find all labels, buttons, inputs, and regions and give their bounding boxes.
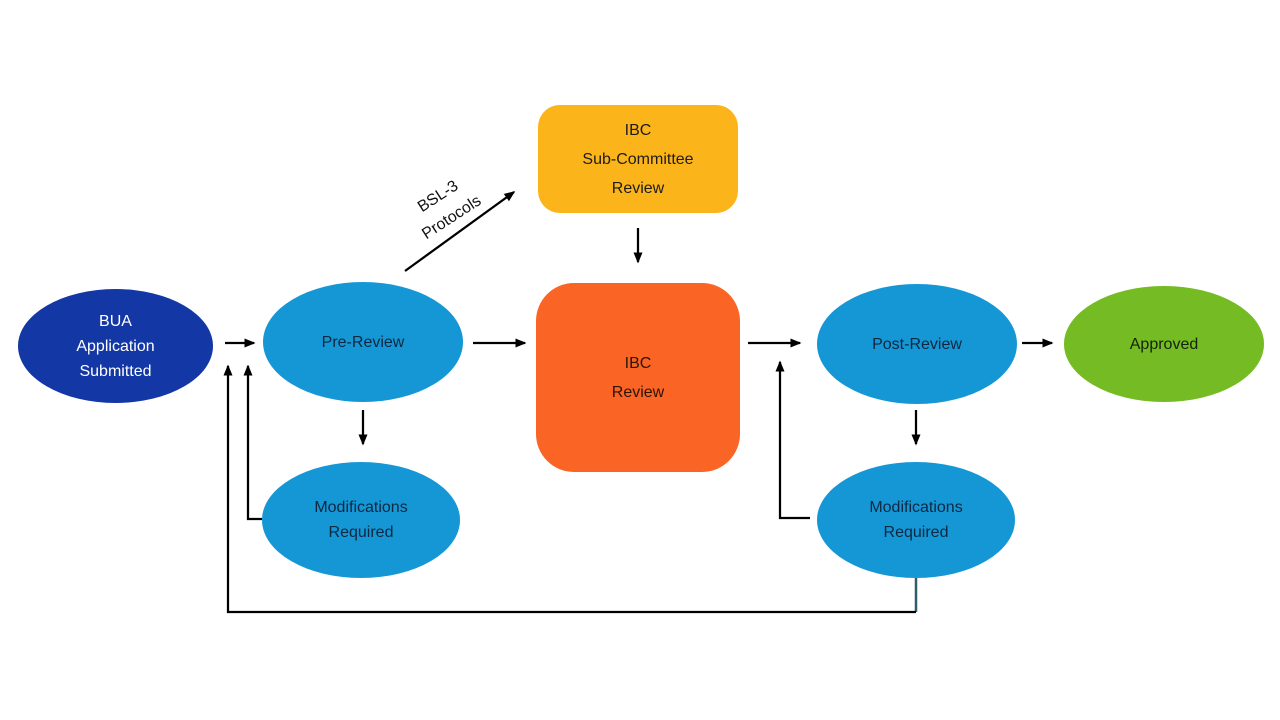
- node-label: Approved: [1129, 335, 1199, 353]
- node-label: IBC Review: [611, 354, 665, 401]
- node-ibc-subcommittee-review: IBC Sub-Committee Review: [538, 105, 738, 213]
- node-approved: Approved: [1064, 286, 1264, 402]
- node-label: IBC Sub-Committee Review: [582, 121, 694, 197]
- arrow-modifications-right-back-to-bua: [223, 364, 916, 614]
- node-label: Modifications Required: [869, 499, 963, 541]
- node-modifications-required-right: Modifications Required: [817, 462, 1015, 578]
- node-pre-review: Pre-Review: [263, 282, 463, 402]
- node-bua-application-submitted: BUA Application Submitted: [18, 289, 213, 403]
- node-ibc-review: IBC Review: [536, 283, 740, 472]
- node-label: Pre-Review: [321, 333, 405, 351]
- arrow-modifications-right-back-to-post-review: [775, 360, 810, 520]
- arrow-modifications-left-back-to-pre-review: [243, 364, 262, 521]
- node-label: Modifications Required: [314, 499, 408, 541]
- node-label: BUA Application Submitted: [76, 312, 155, 380]
- node-modifications-required-left: Modifications Required: [262, 462, 460, 578]
- arrow-bsl3-to-subcommittee: [404, 191, 516, 272]
- node-post-review: Post-Review: [817, 284, 1017, 404]
- node-label: Post-Review: [872, 335, 962, 353]
